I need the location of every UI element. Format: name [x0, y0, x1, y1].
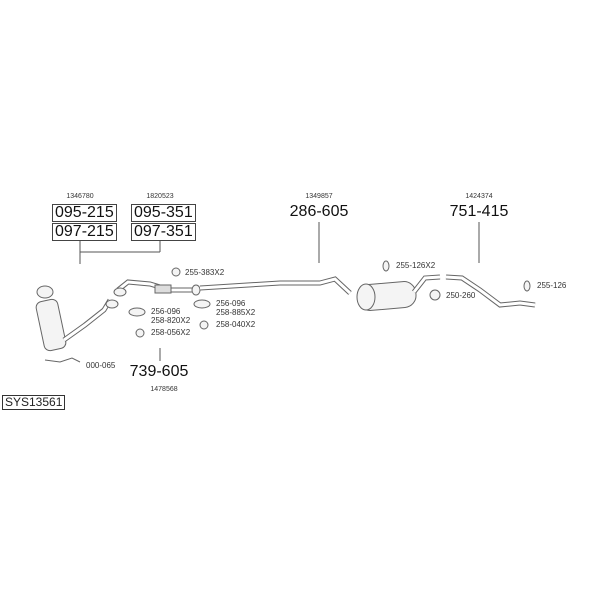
part-number[interactable]: 095-351	[131, 204, 196, 222]
nut-icon	[135, 328, 145, 338]
gasket-icon	[193, 299, 211, 309]
part-number[interactable]: 097-215	[52, 223, 117, 241]
accessory-label[interactable]: 256-096	[151, 307, 181, 316]
accessory-label[interactable]: 000-065	[86, 361, 116, 370]
hanger-icon	[171, 267, 181, 277]
oe-number: 1424374	[465, 193, 493, 200]
hanger-icon	[523, 280, 531, 292]
part-number[interactable]: 751-415	[449, 203, 509, 220]
catalytic-converter	[35, 285, 119, 352]
hanger-icon	[382, 260, 390, 272]
sensor-icon	[44, 357, 81, 363]
oe-number: 1349857	[305, 193, 333, 200]
rear-pipe	[445, 274, 536, 308]
accessory-label[interactable]: 258-885X2	[216, 308, 256, 317]
oe-number: 1346780	[66, 193, 94, 200]
front-pipe	[113, 279, 201, 297]
centre-pipe	[199, 274, 441, 311]
accessory-label[interactable]: 255-126X2	[396, 261, 436, 270]
nut-icon	[199, 320, 209, 330]
accessory-label[interactable]: 256-096	[216, 299, 246, 308]
accessory-label[interactable]: 255-126	[537, 281, 567, 290]
clamp-icon	[429, 289, 441, 301]
oe-number: 1820523	[146, 193, 174, 200]
accessory-label[interactable]: 258-820X2	[151, 316, 191, 325]
part-number[interactable]: 097-351	[131, 223, 196, 241]
accessory-label[interactable]: 258-040X2	[216, 320, 256, 329]
accessory-label[interactable]: 255-383X2	[185, 268, 225, 277]
accessory-label[interactable]: 250-260	[446, 291, 476, 300]
accessory-label[interactable]: 258-056X2	[151, 328, 191, 337]
gasket-icon	[128, 307, 146, 317]
oe-number: 1478568	[150, 386, 178, 393]
part-number[interactable]: 739-605	[129, 363, 189, 380]
system-code: SYS13561	[2, 395, 66, 410]
part-number[interactable]: 095-215	[52, 204, 117, 222]
part-number[interactable]: 286-605	[289, 203, 349, 220]
